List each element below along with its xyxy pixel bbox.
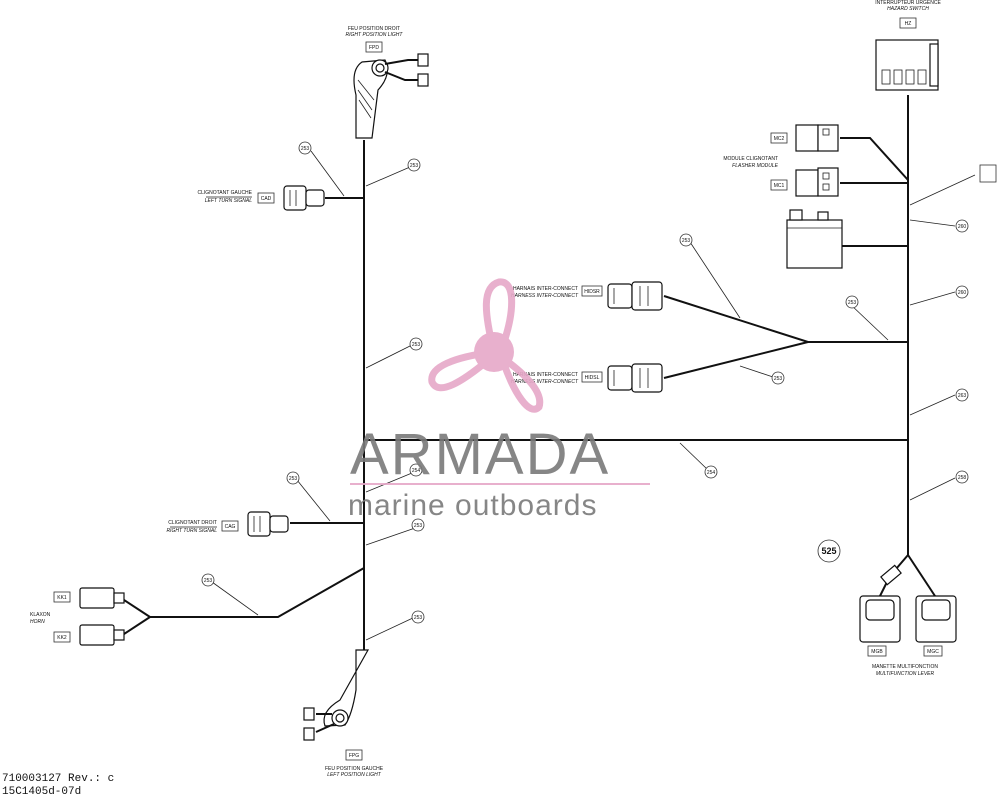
cad-code: CAD	[261, 196, 272, 202]
right-light-fr: FEU POSITION DROIT	[348, 26, 400, 32]
relay-module	[786, 209, 843, 269]
reference-callouts: 253 253 253 254 253 253 253 253 253 253 …	[201, 141, 997, 624]
leader-lines	[211, 150, 976, 641]
armada-watermark: ARMADA marine outboards	[348, 278, 650, 522]
ref-253: 253	[848, 300, 857, 306]
flasher-en: FLASHER MODULE	[732, 163, 779, 169]
harness-wires	[123, 95, 936, 650]
ref-253: 253	[414, 615, 423, 621]
ref-254: 254	[707, 470, 716, 476]
hz-code: HZ	[905, 21, 912, 27]
ref-253: 253	[410, 163, 419, 169]
harness-l-fr: HARNAIS INTER-CONNECT	[513, 372, 578, 378]
ref-253: 253	[289, 476, 298, 482]
hidsl-code: HIDSL	[585, 375, 600, 381]
hidsr-code: HIDSR	[584, 289, 600, 295]
flasher-fr: MODULE CLIGNOTANT	[723, 156, 778, 162]
ref-260: 260	[958, 224, 967, 230]
left-position-light: FPG FEU POSITION GAUCHE LEFT POSITION LI…	[303, 649, 384, 778]
mgc-code: MGC	[927, 649, 939, 655]
fpd-code: FPD	[369, 45, 379, 51]
brand-text: ARMADA	[350, 422, 610, 487]
ref-253: 253	[774, 376, 783, 382]
kk2-code: KK2	[57, 635, 67, 641]
right-turn-fr: CLIGNOTANT DROIT	[168, 520, 217, 526]
harness-interconnect-right: HIDSR HARNAIS INTER-CONNECT HARNESS INTE…	[511, 281, 663, 311]
left-turn-en: LEFT TURN SIGNAL	[205, 198, 252, 204]
kk1-code: KK1	[57, 595, 67, 601]
ref-260: 260	[958, 290, 967, 296]
cag-code: CAG	[225, 524, 236, 530]
mgb-code: MGB	[871, 649, 883, 655]
propeller-logo	[428, 278, 544, 413]
left-light-fr: FEU POSITION GAUCHE	[325, 766, 384, 772]
mc2-code: MC2	[774, 136, 785, 142]
ref-253: 253	[204, 578, 213, 584]
harness-r-en: HARNESS INTER-CONNECT	[511, 293, 579, 299]
right-turn-signal: CAG CLIGNOTANT DROIT RIGHT TURN SIGNAL	[166, 511, 289, 537]
multifunction-lever: MGB MGC MANETTE MULTIFONCTION MULTIFUNCT…	[859, 564, 957, 677]
ref-263: 263	[958, 393, 967, 399]
harness-l-en: HARNESS INTER-CONNECT	[511, 379, 579, 385]
ref-253: 253	[301, 146, 310, 152]
right-light-en: RIGHT POSITION LIGHT	[346, 32, 404, 38]
lever-en: MULTIFUNCTION LEVER	[876, 671, 935, 677]
hazard-fr: INTERRUPTEUR URGENCE	[875, 0, 941, 6]
harness-r-fr: HARNAIS INTER-CONNECT	[513, 286, 578, 292]
flasher-module: MC2 MC1 MODULE CLIGNOTANT FLASHER MODULE	[723, 124, 839, 197]
ref-253: 253	[414, 523, 423, 529]
horn-en: HORN	[30, 619, 45, 625]
ref-258: 258	[958, 475, 967, 481]
horn: KK1 KK2 KLAXON HORN	[30, 587, 125, 646]
hazard-en: HAZARD SWITCH	[887, 6, 929, 12]
drawing-id: 15C1405d-07d	[2, 786, 82, 798]
mc1-code: MC1	[774, 183, 785, 189]
part-number: 710003127 Rev.: c	[2, 773, 115, 785]
horn-fr: KLAXON	[30, 612, 51, 618]
fpg-code: FPG	[349, 753, 359, 759]
ref-525: 525	[821, 546, 836, 556]
left-light-en: LEFT POSITION LIGHT	[327, 772, 382, 778]
tagline-text: marine outboards	[348, 489, 597, 522]
ref-253: 253	[682, 238, 691, 244]
lever-fr: MANETTE MULTIFONCTION	[872, 664, 938, 670]
left-turn-signal: CAD CLIGNOTANT GAUCHE LEFT TURN SIGNAL	[197, 185, 325, 211]
ref-253: 253	[412, 342, 421, 348]
harness-interconnect-left: HIDSL HARNAIS INTER-CONNECT HARNESS INTE…	[511, 363, 663, 393]
ref-254: 254	[412, 468, 421, 474]
right-position-light: FPD FEU POSITION DROIT RIGHT POSITION LI…	[346, 26, 429, 139]
hazard-switch: HZ INTERRUPTEUR URGENCE HAZARD SWITCH	[875, 0, 941, 91]
left-turn-fr: CLIGNOTANT GAUCHE	[197, 190, 252, 196]
right-turn-en: RIGHT TURN SIGNAL	[166, 528, 217, 534]
